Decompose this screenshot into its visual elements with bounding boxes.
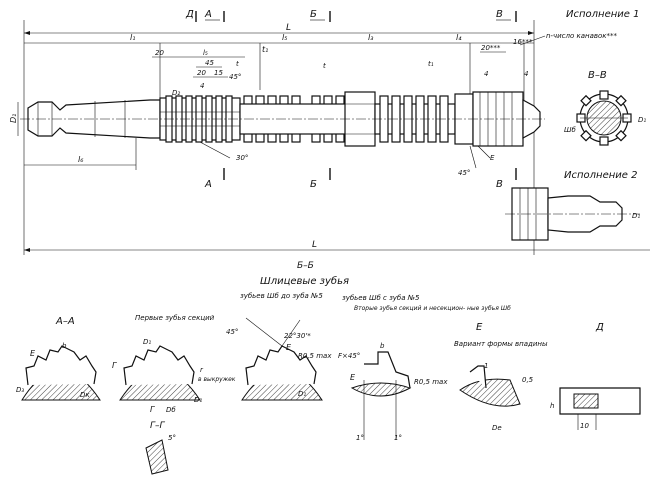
dim-20: 20 bbox=[155, 49, 164, 57]
aa-b: b bbox=[62, 342, 67, 350]
aa-D3: D₃ bbox=[16, 386, 24, 394]
aa-E: Е bbox=[30, 349, 36, 358]
tf5-r05max: R0,5 max bbox=[414, 378, 448, 386]
grooves-note: n-число канавок*** bbox=[546, 32, 617, 40]
dd-10: 10 bbox=[580, 422, 589, 430]
label-variant1: Исполнение 1 bbox=[566, 9, 639, 20]
ft-D1: D₁ bbox=[143, 338, 151, 346]
tt5-D1: D₁ bbox=[298, 390, 306, 398]
teeth-from5-profile bbox=[350, 351, 412, 440]
dim-D2: D₂ bbox=[172, 89, 180, 97]
dim-t: t bbox=[236, 60, 239, 68]
main-view: L l₁ l₅ l₃ l₄ t₁ 20 l₅ 45 t 20 15 45° 4 … bbox=[9, 9, 650, 255]
gg-5deg: 5° bbox=[168, 434, 176, 442]
tf5-E: Е bbox=[350, 373, 356, 382]
de-1: 1 bbox=[484, 362, 488, 370]
dim-4: 4 bbox=[200, 82, 204, 90]
dim-45deg: 45° bbox=[229, 73, 241, 81]
dim-30deg: 30° bbox=[236, 154, 248, 162]
tt5-45: 45° bbox=[226, 328, 238, 336]
ft-G2: Г bbox=[150, 405, 155, 414]
tf5-b: b bbox=[380, 342, 385, 350]
label-section-aa: А–А bbox=[55, 316, 75, 327]
dim-20b: 20 bbox=[197, 69, 206, 77]
dim-t-a: t bbox=[323, 62, 326, 70]
first-teeth-profile bbox=[119, 345, 201, 401]
dim-l4: l₄ bbox=[456, 33, 462, 42]
label-second-teeth: Вторые зубья секций и несекцион- ные зуб… bbox=[354, 305, 511, 312]
dim-l6: l₆ bbox=[78, 155, 84, 164]
label-teeth-from5: зубьев Шб с зуба №5 bbox=[342, 294, 420, 302]
label-spline-teeth: Шлицевые зубья bbox=[260, 275, 349, 287]
dim-D1-left: D₁ bbox=[9, 114, 18, 123]
tt5-22: 22°30'* bbox=[284, 332, 311, 340]
de-De: Dе bbox=[492, 424, 502, 432]
tt5-E: Е bbox=[286, 343, 292, 352]
marker-B-bottom: Б bbox=[310, 179, 317, 190]
dim-D1-vv: D₁ bbox=[638, 116, 646, 124]
variant2-end bbox=[505, 187, 640, 241]
dim-45deg-right: 45° bbox=[458, 169, 470, 177]
dim-16s: 16*** bbox=[513, 38, 533, 46]
marker-E-top: Е bbox=[490, 154, 495, 162]
dim-Wb-vv: Шб bbox=[564, 126, 576, 134]
label-view-vv: В–В bbox=[588, 70, 607, 81]
dim-15: 15 bbox=[214, 69, 223, 77]
tf5-fx45: F×45° bbox=[338, 352, 360, 360]
ft-G: Г bbox=[112, 361, 117, 370]
dim-l3-top: l₅ bbox=[282, 33, 287, 42]
dim-t1: t₁ bbox=[262, 45, 268, 54]
dim-L-top: L bbox=[286, 23, 291, 33]
detail-d-profile bbox=[559, 387, 641, 430]
label-detail-e: Е bbox=[476, 322, 483, 333]
ft-r: r bbox=[200, 366, 204, 374]
tt5-r05max: R0,5 max bbox=[298, 352, 332, 360]
label-view-bb: Б–Б bbox=[297, 261, 314, 271]
dim-45: 45 bbox=[205, 59, 214, 67]
marker-A-top: А bbox=[204, 9, 212, 20]
label-first-teeth: Первые зубья секций bbox=[135, 314, 215, 322]
marker-V-bottom: В bbox=[496, 179, 503, 190]
dim-l1: l₁ bbox=[130, 33, 135, 42]
section-aa-profile bbox=[21, 345, 101, 401]
label-detail-d: Д bbox=[595, 322, 604, 333]
tf5-1deg-b: 1° bbox=[394, 434, 402, 442]
label-variant-shape: Вариант формы впадины bbox=[454, 340, 548, 348]
label-section-gg: Г–Г bbox=[150, 421, 166, 431]
dim-4c: 4 bbox=[524, 70, 528, 78]
dim-l3: l₃ bbox=[368, 33, 373, 42]
dd-h: h bbox=[550, 402, 554, 410]
marker-A-bottom: А bbox=[204, 179, 212, 190]
marker-D-top: Д bbox=[185, 9, 194, 20]
label-teeth-to5: зубьев Шб до зуба №5 bbox=[240, 292, 323, 300]
teeth-to5-profile bbox=[241, 317, 323, 401]
marker-B-top: Б bbox=[310, 9, 317, 20]
aa-Dk: Dк bbox=[80, 391, 90, 399]
dim-L-bottom: L bbox=[312, 240, 317, 250]
ft-chamfer: в выкружек bbox=[198, 376, 236, 383]
dim-20s: 20*** bbox=[481, 44, 501, 52]
view-vv-spline bbox=[576, 90, 632, 146]
label-variant2: Исполнение 2 bbox=[564, 170, 637, 181]
dim-D1-var2: D₁ bbox=[632, 212, 640, 220]
dim-t1-b: t₁ bbox=[428, 60, 434, 68]
tf5-1deg: 1° bbox=[356, 434, 364, 442]
dim-l5: l₅ bbox=[203, 49, 208, 57]
marker-V-top: В bbox=[496, 9, 503, 20]
section-gg-profile bbox=[145, 439, 169, 475]
dim-4b: 4 bbox=[484, 70, 488, 78]
de-05: 0,5 bbox=[522, 376, 534, 384]
ft-Db: Dб bbox=[166, 406, 176, 414]
ft-D1b: D₁ bbox=[194, 396, 202, 404]
detail-e-profile bbox=[459, 365, 521, 407]
